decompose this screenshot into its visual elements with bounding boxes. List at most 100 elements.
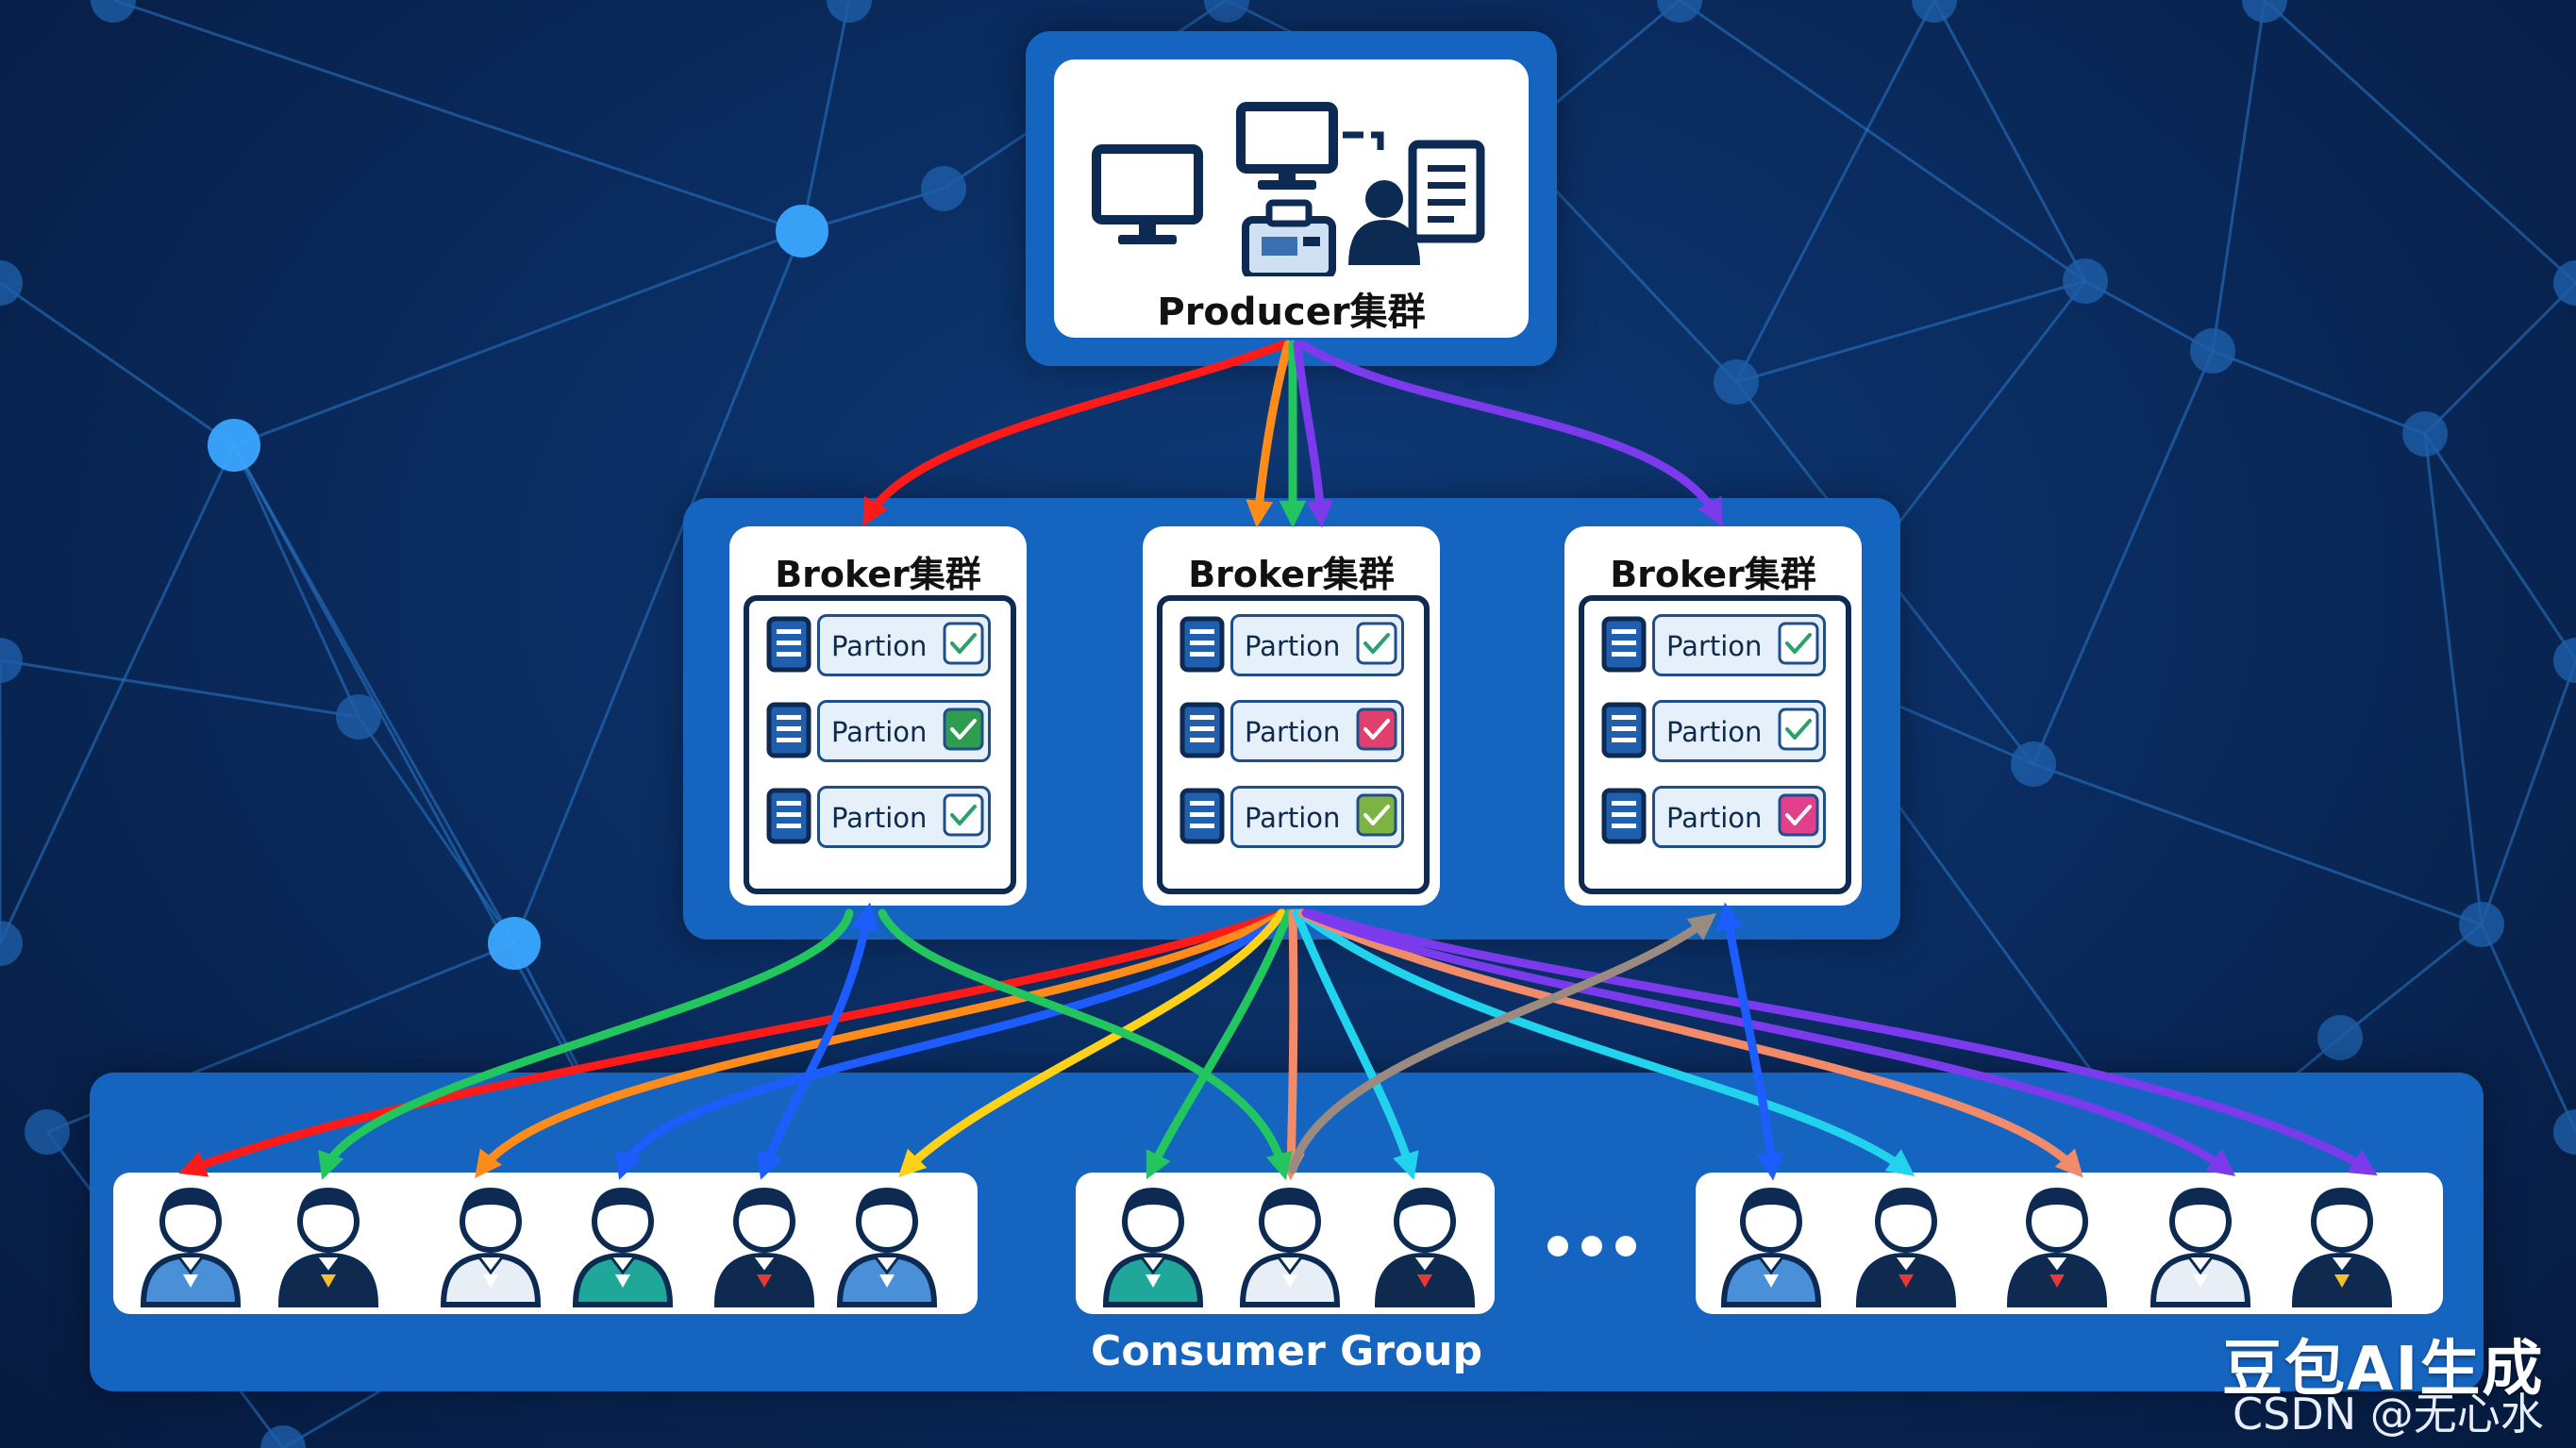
- partition-label: Partion: [1666, 716, 1763, 748]
- server-icon: [766, 702, 811, 758]
- partition-box: Partion: [1652, 700, 1826, 762]
- consumer-group-title: Consumer Group: [1091, 1327, 1482, 1375]
- consumer-icon[interactable]: [434, 1180, 547, 1307]
- network-node: [2242, 0, 2287, 23]
- check-icon: [1356, 707, 1397, 751]
- partition-list: Partion Partion Partion: [1579, 595, 1851, 894]
- network-edge: [2480, 659, 2576, 925]
- partition-box: Partion: [1652, 614, 1826, 676]
- network-edge: [2212, 349, 2426, 436]
- network-edge: [800, 0, 851, 232]
- check-icon: [943, 622, 984, 665]
- network-node: [921, 166, 966, 211]
- network-edge: [0, 658, 360, 719]
- network-edge: [232, 444, 360, 718]
- partition-label: Partion: [1245, 630, 1341, 662]
- network-edge: [2423, 433, 2576, 661]
- network-edge: [0, 281, 235, 447]
- network-edge: [112, 0, 803, 233]
- partition-row[interactable]: Partion: [766, 784, 993, 848]
- consumer-card-2[interactable]: [1076, 1173, 1495, 1314]
- network-node: [2011, 741, 2056, 787]
- partition-box: Partion: [817, 786, 991, 848]
- network-node: [1714, 359, 1759, 405]
- producer-card[interactable]: Producer集群: [1054, 59, 1529, 338]
- consumer-icon[interactable]: [2144, 1180, 2257, 1307]
- network-edge: [0, 444, 236, 944]
- partition-row[interactable]: Partion: [1179, 698, 1406, 762]
- partition-list: Partion Partion Partion: [744, 595, 1016, 894]
- consumer-card-3[interactable]: [1696, 1173, 2443, 1314]
- server-icon: [1179, 788, 1225, 844]
- network-edge: [512, 230, 804, 944]
- producer-icons: [1092, 102, 1485, 276]
- partition-box: Partion: [1230, 700, 1404, 762]
- check-icon: [1778, 793, 1819, 837]
- check-icon: [943, 707, 984, 751]
- consumer-icon[interactable]: [2285, 1180, 2399, 1307]
- server-icon: [1179, 702, 1225, 758]
- consumer-icon[interactable]: [708, 1180, 821, 1307]
- consumer-icon[interactable]: [830, 1180, 944, 1307]
- partition-box: Partion: [1230, 786, 1404, 848]
- consumer-icon[interactable]: [272, 1180, 385, 1307]
- network-edge: [357, 716, 516, 944]
- partition-box: Partion: [817, 700, 991, 762]
- consumer-card-1[interactable]: [113, 1173, 978, 1314]
- network-edge: [233, 229, 803, 447]
- partition-row[interactable]: Partion: [766, 698, 993, 762]
- network-edge: [2480, 924, 2576, 1133]
- cash-register-icon: [1242, 199, 1336, 276]
- consumer-icon[interactable]: [1715, 1180, 1828, 1307]
- network-node: [0, 921, 23, 966]
- consumer-icon[interactable]: [1368, 1180, 1481, 1307]
- network-node: [2553, 1109, 2576, 1155]
- partition-row[interactable]: Partion: [1179, 612, 1406, 676]
- broker-card-1[interactable]: Broker集群 Partion Partion Partion: [729, 526, 1027, 906]
- partition-row[interactable]: Partion: [1601, 784, 1828, 848]
- network-edge: [2032, 762, 2483, 926]
- consumer-icon[interactable]: [1233, 1180, 1347, 1307]
- partition-list: Partion Partion Partion: [1157, 595, 1430, 894]
- partition-label: Partion: [1245, 716, 1341, 748]
- network-node: [2402, 411, 2448, 457]
- partition-label: Partion: [1666, 630, 1763, 662]
- network-edge: [1679, 0, 2086, 283]
- partition-row[interactable]: Partion: [1601, 612, 1828, 676]
- consumer-icon[interactable]: [1849, 1180, 1963, 1307]
- network-node: [1204, 0, 1249, 23]
- broker-title: Broker集群: [1610, 554, 1816, 595]
- consumer-icon[interactable]: [566, 1180, 679, 1307]
- network-node: [2063, 258, 2108, 304]
- consumer-icon[interactable]: [1096, 1180, 1210, 1307]
- network-node: [488, 917, 541, 970]
- server-icon: [766, 788, 811, 844]
- network-node: [25, 1109, 70, 1155]
- server-icon: [1179, 616, 1225, 673]
- check-icon: [1778, 622, 1819, 665]
- partition-row[interactable]: Partion: [766, 612, 993, 676]
- network-node: [336, 694, 381, 740]
- network-node: [2190, 328, 2235, 374]
- csdn-credit: CSDN @无心水: [2233, 1389, 2544, 1440]
- server-icon: [1601, 702, 1647, 758]
- broker-card-2[interactable]: Broker集群 Partion Partion Partion: [1143, 526, 1440, 906]
- network-node: [776, 205, 828, 258]
- network-edge: [2423, 281, 2576, 436]
- network-node: [2553, 638, 2576, 683]
- network-node: [91, 0, 136, 23]
- check-icon: [943, 793, 984, 837]
- network-node: [0, 260, 23, 306]
- consumer-icon[interactable]: [134, 1180, 247, 1307]
- network-edge: [1735, 279, 2086, 384]
- server-icon: [766, 616, 811, 673]
- broker-card-3[interactable]: Broker集群 Partion Partion Partion: [1564, 526, 1862, 906]
- partition-box: Partion: [1652, 786, 1826, 848]
- network-node: [2459, 902, 2504, 947]
- partition-label: Partion: [1245, 802, 1341, 834]
- partition-row[interactable]: Partion: [1179, 784, 1406, 848]
- network-edge: [2263, 0, 2576, 285]
- consumer-icon[interactable]: [2000, 1180, 2114, 1307]
- network-edge: [2339, 923, 2483, 1040]
- partition-row[interactable]: Partion: [1601, 698, 1828, 762]
